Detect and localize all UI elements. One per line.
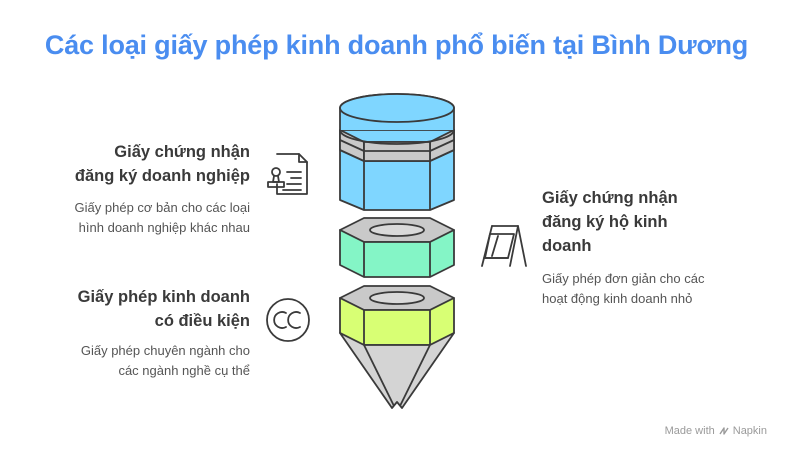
sandwich-board-icon	[481, 225, 527, 267]
layer-1-top-cylinder	[339, 93, 455, 211]
item-1-description: Giấy phép cơ bản cho các loại hình doanh…	[20, 198, 250, 238]
cc-circle-icon	[266, 298, 310, 342]
item-3-heading-line-2: có điều kiện	[154, 312, 250, 330]
item-3-heading-line-1: Giấy phép kinh doanh	[77, 288, 250, 306]
item-1-heading-line-1: Giấy chứng nhận	[114, 143, 250, 161]
item-2-heading-line-1: Giấy chứng nhận	[542, 189, 678, 207]
item-3-description-line-1: Giấy phép chuyên ngành cho	[80, 343, 250, 358]
item-2-heading: Giấy chứng nhận đăng ký hộ kinh doanh	[542, 186, 742, 258]
item-3-description: Giấy phép chuyên ngành cho các ngành ngh…	[20, 341, 250, 381]
item-2-description: Giấy phép đơn giản cho các hoạt động kin…	[542, 269, 762, 309]
item-3-heading: Giấy phép kinh doanh có điều kiện	[20, 285, 250, 333]
stacked-layers-diagram	[339, 93, 455, 409]
layer-2-hex-nut	[339, 217, 455, 278]
made-with-label: Made with	[664, 425, 715, 437]
footer-credit: Made with Napkin	[665, 425, 767, 437]
item-1-description-line-1: Giấy phép cơ bản cho các loại	[74, 200, 250, 215]
item-2-heading-line-2: đăng ký hộ kinh	[542, 213, 668, 231]
item-2-description-line-1: Giấy phép đơn giản cho các	[542, 271, 705, 286]
item-1-heading-line-2: đăng ký doanh nghiệp	[74, 167, 250, 185]
page-title: Các loại giấy phép kinh doanh phổ biến t…	[44, 30, 749, 60]
layer-3-hex-nut-cone	[339, 285, 455, 409]
item-2-heading-line-3: doanh	[542, 237, 592, 255]
napkin-brand-label: Napkin	[732, 425, 767, 437]
item-1-description-line-2: hình doanh nghiệp khác nhau	[78, 220, 250, 235]
certificate-stamp-icon	[267, 153, 308, 195]
item-1-heading: Giấy chứng nhận đăng ký doanh nghiệp	[20, 140, 250, 188]
item-2-description-line-2: hoạt động kinh doanh nhỏ	[542, 291, 693, 306]
napkin-logo-icon	[719, 427, 729, 435]
item-3-description-line-2: các ngành nghề cụ thể	[118, 363, 250, 378]
